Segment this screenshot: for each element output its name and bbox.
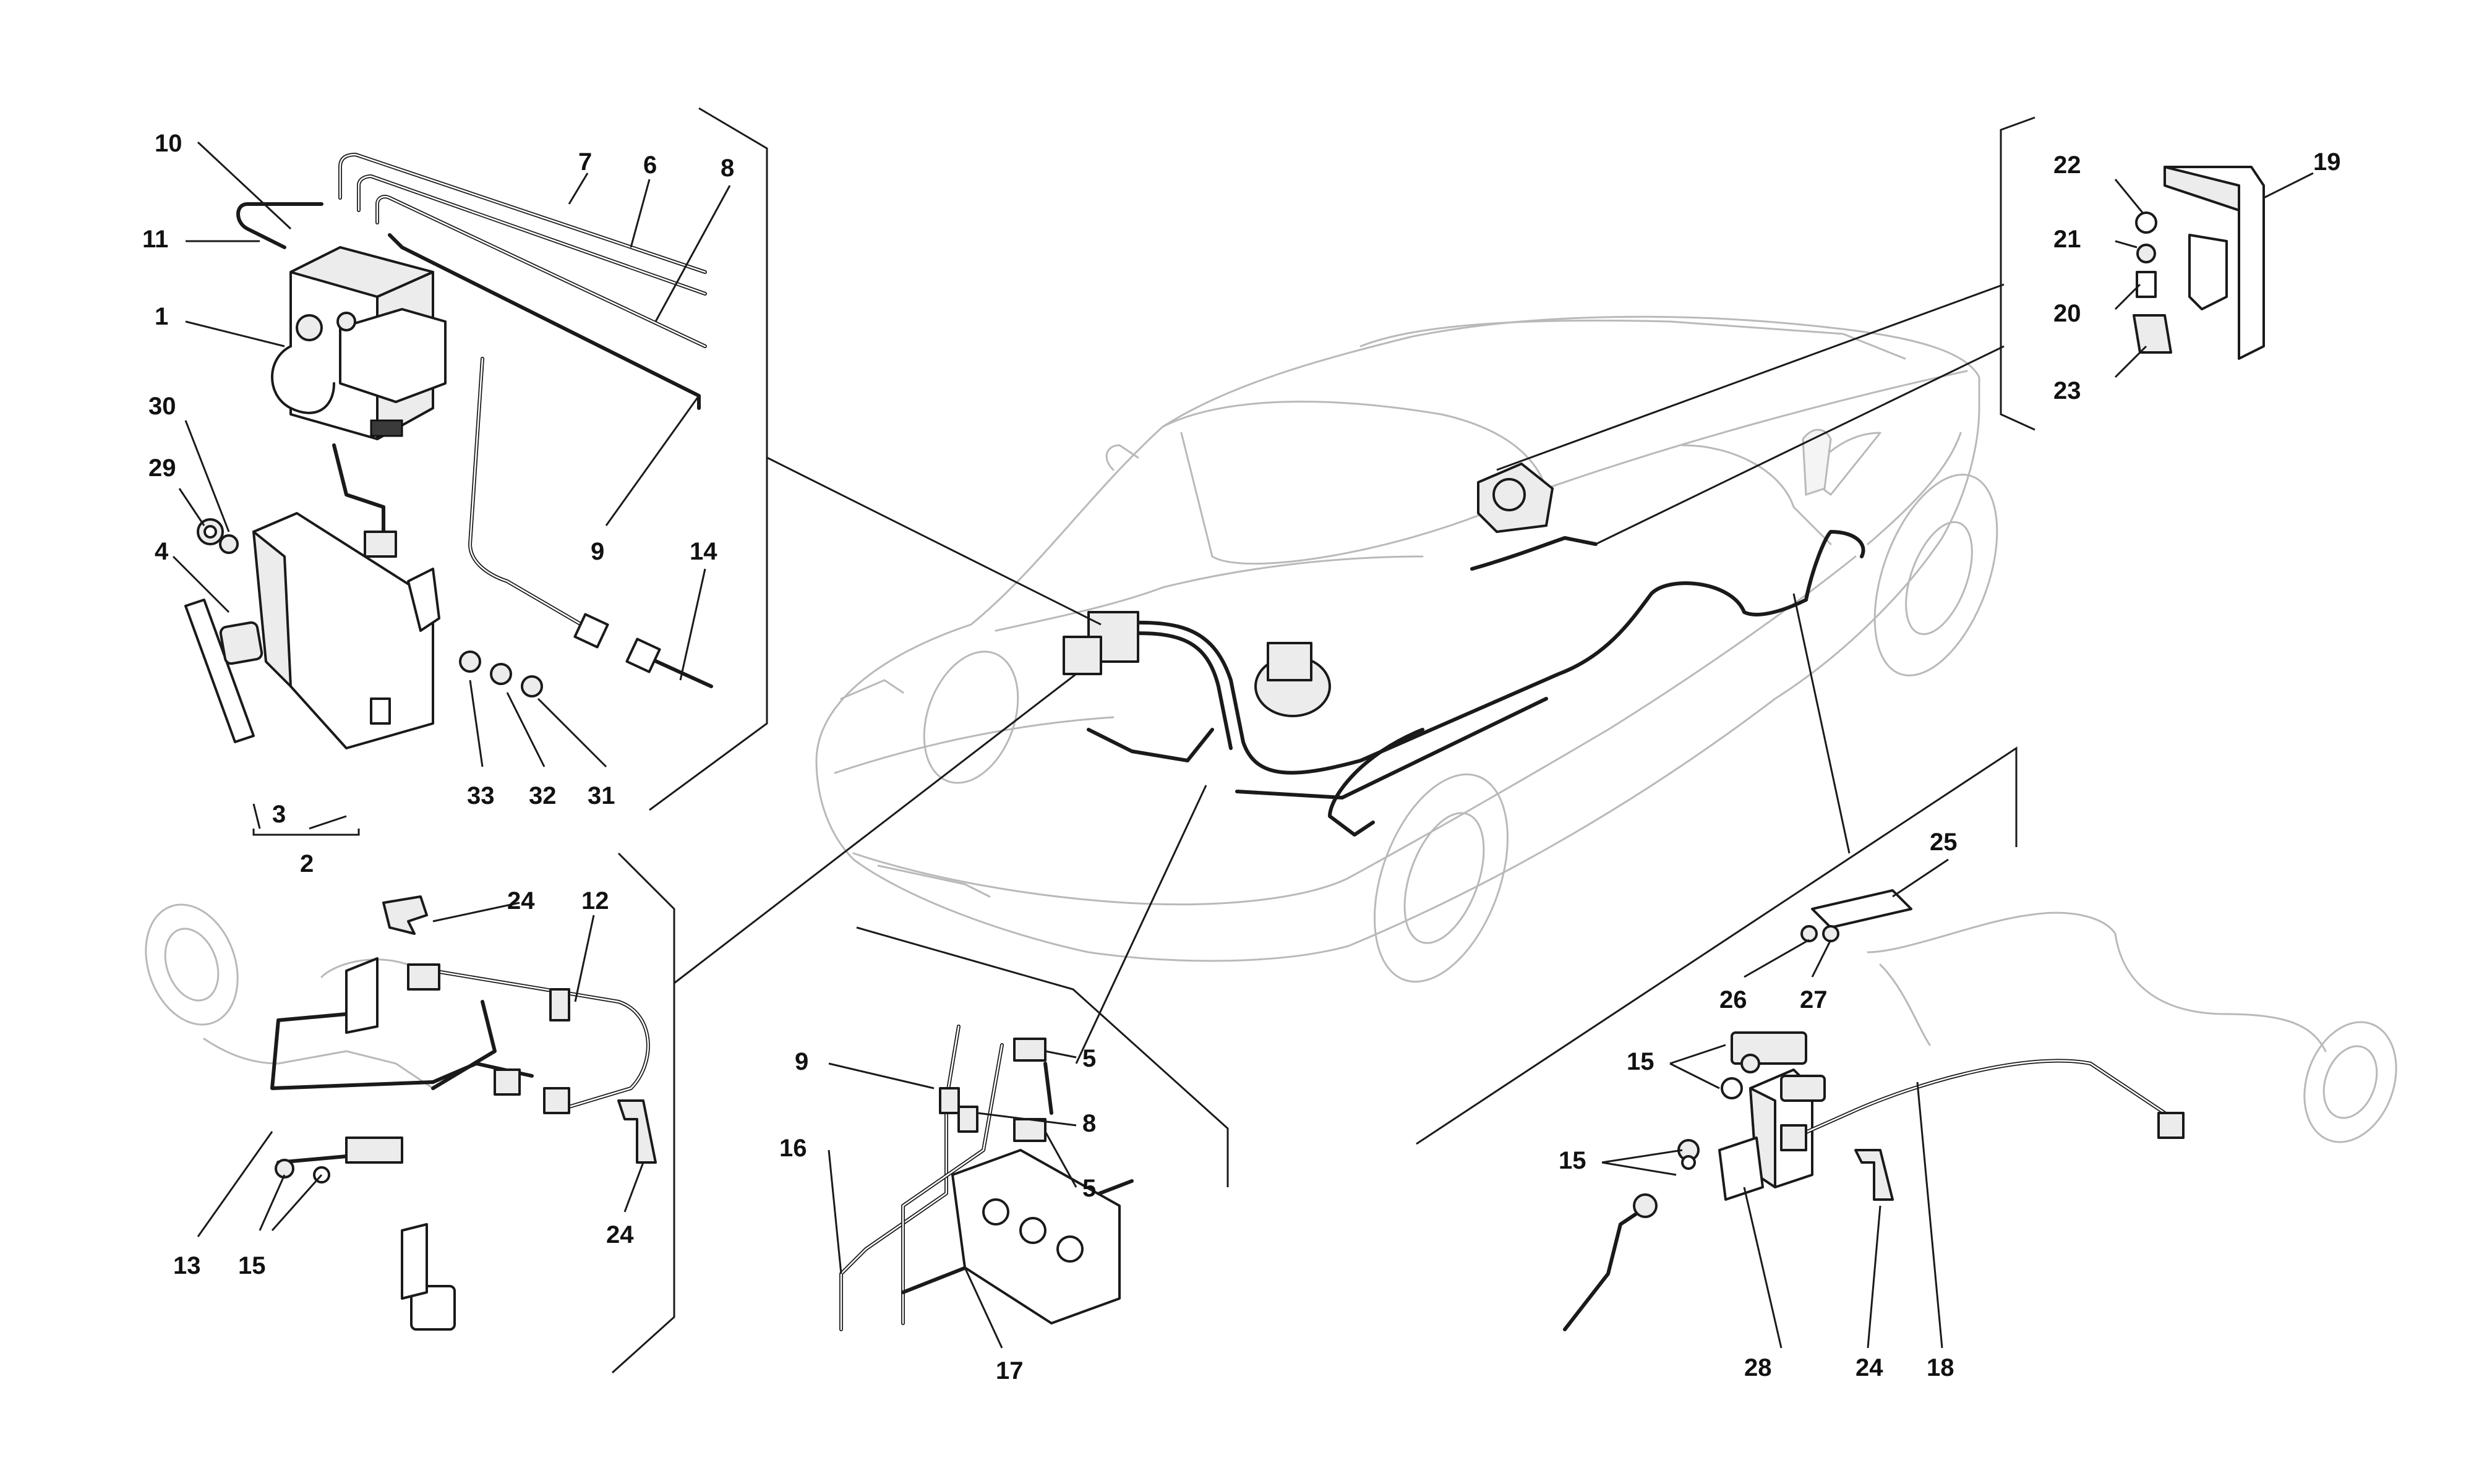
callout-15-right-bottom: 15 <box>1559 1147 1586 1174</box>
callout-leaders <box>172 141 2314 1349</box>
callout-30: 30 <box>148 393 176 420</box>
callout-10: 10 <box>155 130 182 157</box>
callout-9-top: 9 <box>591 538 604 565</box>
callout-8-top: 8 <box>721 155 734 182</box>
callout-6: 6 <box>643 151 657 179</box>
rear-hose-group <box>1563 889 2397 1331</box>
callout-18: 18 <box>1927 1354 1954 1381</box>
callout-24-left-bottom: 24 <box>606 1221 634 1248</box>
connection-leaders <box>674 283 2005 1064</box>
callout-32: 32 <box>529 782 557 809</box>
sensor-bracket-group <box>2133 166 2265 360</box>
callout-19: 19 <box>2313 148 2341 176</box>
callout-4: 4 <box>155 538 169 565</box>
callout-27: 27 <box>1800 986 1828 1013</box>
callout-9-bottom: 9 <box>795 1048 808 1075</box>
callout-20: 20 <box>2053 300 2081 327</box>
callout-24-left-top: 24 <box>507 887 535 915</box>
callout-labels: 10 11 1 30 29 4 7 6 8 9 14 33 32 31 3 2 … <box>142 130 2341 1384</box>
callout-31: 31 <box>588 782 615 809</box>
callout-22: 22 <box>2053 151 2081 179</box>
car-ghost-outline <box>815 315 1998 983</box>
callout-17: 17 <box>996 1357 1024 1384</box>
callout-15-left: 15 <box>238 1252 266 1279</box>
callout-33: 33 <box>467 782 495 809</box>
callout-23: 23 <box>2053 377 2081 404</box>
callout-7: 7 <box>578 148 592 176</box>
rigid-pipe-group <box>839 1025 1134 1331</box>
section-frames <box>611 107 2035 1374</box>
callout-25: 25 <box>1930 829 1958 856</box>
callout-8-bottom: 8 <box>1082 1110 1096 1137</box>
callout-29: 29 <box>148 454 176 482</box>
front-hose-group <box>145 895 657 1331</box>
callout-1: 1 <box>155 303 168 330</box>
callout-3: 3 <box>272 801 286 828</box>
callout-5-bottom: 5 <box>1082 1175 1096 1202</box>
callout-16: 16 <box>779 1135 807 1162</box>
callout-21: 21 <box>2053 226 2081 253</box>
callout-12: 12 <box>581 887 609 915</box>
callout-14: 14 <box>690 538 717 565</box>
callout-11: 11 <box>142 226 168 253</box>
callout-15-right-top: 15 <box>1627 1048 1654 1075</box>
car-brake-lines <box>1063 463 1865 837</box>
abs-modulator-group <box>184 153 713 749</box>
callout-26: 26 <box>1719 986 1747 1013</box>
callout-28: 28 <box>1744 1354 1772 1381</box>
callout-5-top: 5 <box>1082 1045 1096 1072</box>
callout-24-right: 24 <box>1856 1354 1883 1381</box>
callout-13: 13 <box>173 1252 201 1279</box>
callout-2: 2 <box>300 850 314 877</box>
